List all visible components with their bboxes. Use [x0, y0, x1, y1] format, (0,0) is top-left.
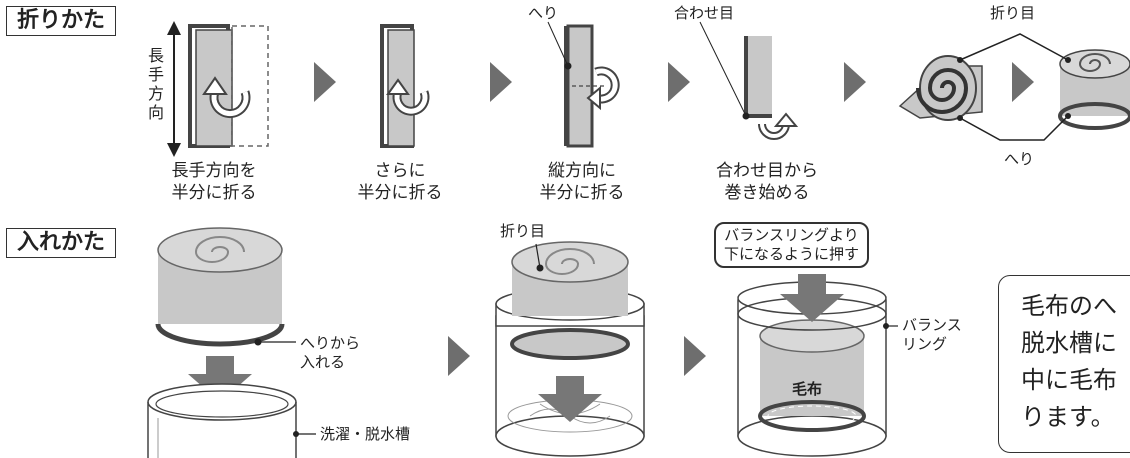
tub-with-blanket	[495, 241, 645, 457]
edge-insert-line2: 入れる	[300, 353, 346, 371]
rolled-blanket-cylinder	[1058, 49, 1130, 130]
step3-line1: 縦方向に	[548, 161, 616, 181]
length-char-4: 向	[147, 103, 164, 122]
length-char-1: 長	[147, 46, 164, 65]
balance-ring-label: バランス リング	[902, 316, 962, 354]
step3-blanket	[547, 21, 620, 148]
step1-line1: 長手方向を	[171, 161, 257, 181]
step2-line2: 半分に折る	[357, 183, 443, 203]
info-box: 毛布のへ 脱水槽に 中に毛布 ります。	[998, 275, 1130, 453]
push-line2: 下になるように押す	[724, 245, 860, 263]
section-label-folding: 折りかた	[6, 6, 117, 36]
step3-caption: 縦方向に 半分に折る	[522, 160, 642, 204]
fold-label: 折り目	[990, 4, 1036, 22]
rolled-blanket-tail	[898, 55, 983, 121]
wash-tub	[147, 383, 316, 458]
push-line1: バランスリングより	[724, 226, 859, 244]
insert-step-arrow-2	[684, 336, 706, 376]
insert-rolled-blanket	[155, 227, 296, 347]
step-arrow-1	[314, 62, 336, 102]
insert-step-arrow-1	[448, 336, 470, 376]
fold-lines	[959, 33, 1069, 61]
step2-blanket	[380, 24, 430, 148]
step4-line1: 合わせ目から	[716, 161, 818, 181]
step-arrow-4	[844, 62, 866, 102]
edge-insert-label: へりから 入れる	[300, 334, 360, 372]
step4-blanket	[699, 21, 799, 140]
edge-lines	[959, 115, 1069, 141]
step-arrow-2	[490, 62, 512, 102]
length-char-3: 方	[147, 84, 164, 103]
push-instruction-bubble: バランスリングより 下になるように押す	[714, 222, 870, 268]
seam-label: 合わせ目	[674, 4, 735, 22]
step4-caption: 合わせ目から 巻き始める	[702, 160, 832, 204]
insert-fold-label: 折り目	[500, 222, 546, 240]
tub-blanket-pushed	[737, 274, 898, 457]
ring-line2: リング	[902, 335, 948, 353]
edge-label: へり	[528, 4, 559, 22]
tub-label: 洗濯・脱水槽	[320, 425, 411, 443]
edge-label-bottom: へり	[1004, 150, 1035, 168]
step4-line2: 巻き始める	[724, 183, 810, 203]
section-label-inserting: 入れかた	[6, 228, 117, 258]
step2-line1: さらに	[374, 161, 426, 181]
info-line-1: 毛布のへ	[1021, 292, 1117, 320]
info-line-2: 脱水槽に	[1021, 329, 1117, 357]
length-char-2: 手	[147, 65, 164, 84]
insert-down-arrow	[188, 356, 252, 402]
blanket-label: 毛布	[792, 380, 823, 398]
step1-line2: 半分に折る	[171, 183, 257, 203]
ring-line1: バランス	[902, 316, 962, 334]
step-arrow-5	[1012, 62, 1034, 102]
step1-blanket	[188, 24, 269, 148]
length-direction-label: 長 手 方 向	[146, 46, 166, 122]
step1-caption: 長手方向を 半分に折る	[154, 160, 274, 204]
edge-insert-line1: へりから	[300, 334, 361, 352]
step3-line2: 半分に折る	[539, 183, 625, 203]
step2-caption: さらに 半分に折る	[340, 160, 460, 204]
info-line-4: ります。	[1021, 403, 1115, 431]
info-line-3: 中に毛布	[1021, 366, 1117, 394]
step-arrow-3	[668, 62, 690, 102]
